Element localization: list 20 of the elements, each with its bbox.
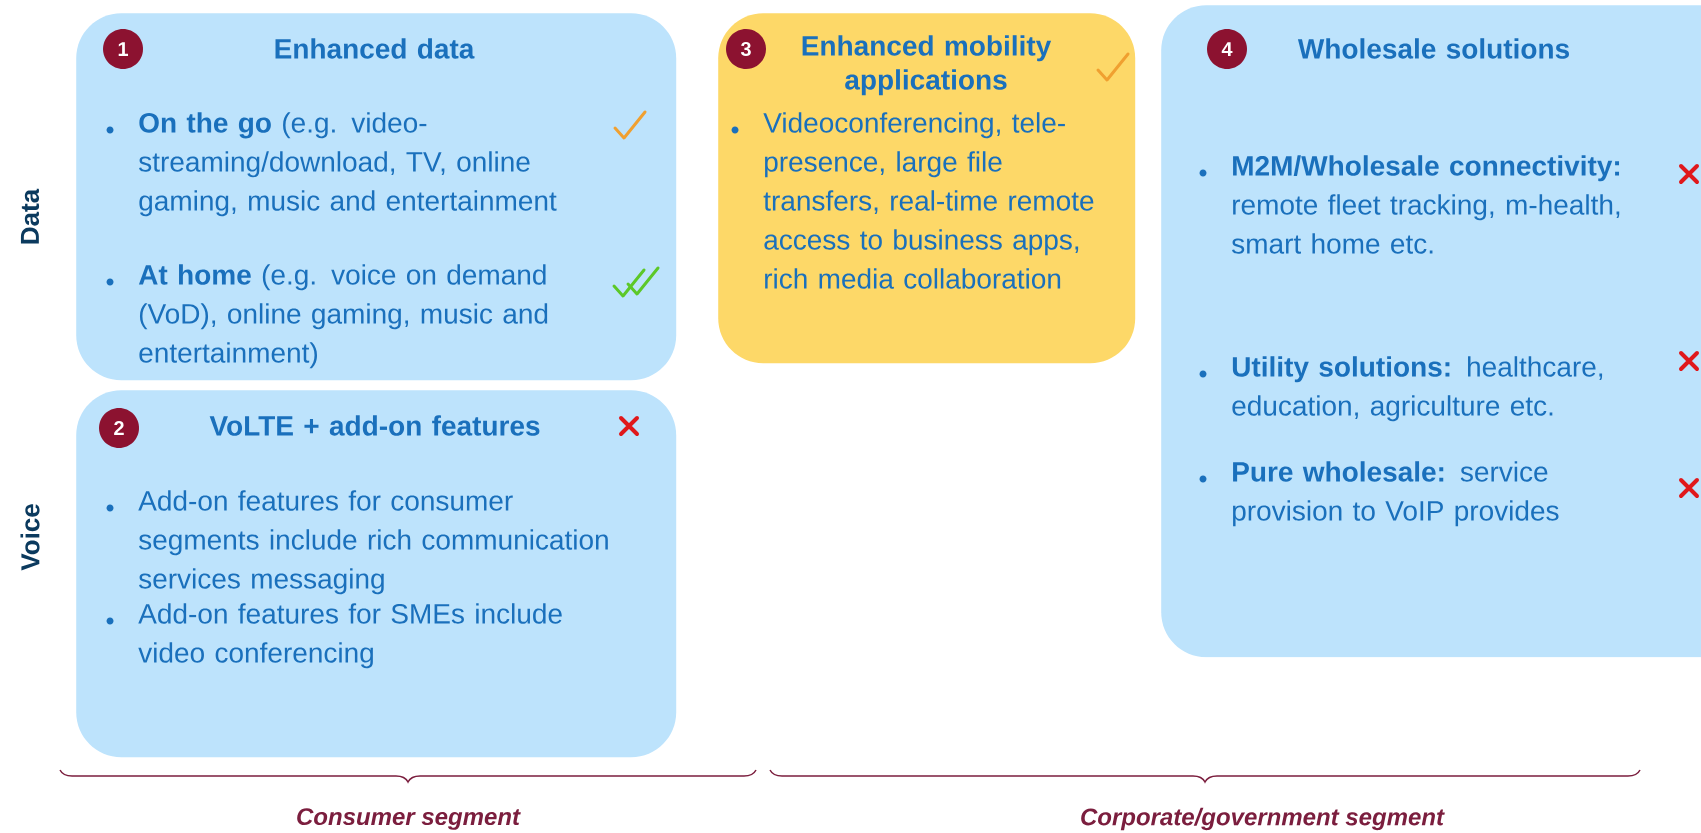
number-badge: 2 xyxy=(99,408,139,448)
box-heading: Wholesale solutions xyxy=(1297,38,1569,59)
bullet-item: On the go (e.g. video-streaming/download, TV, online gaming, music and entertainment xyxy=(106,112,557,217)
segment-label: Corporate/government segment xyxy=(1081,807,1445,831)
number-badge: 3 xyxy=(726,29,766,69)
bullet-item: M2M/Wholesale connectivity: remote fleet tracking, m-health, smart home etc. xyxy=(1199,155,1620,254)
box-heading: Enhanced data xyxy=(275,38,475,59)
row-label: Data xyxy=(20,188,40,244)
box-heading: Enhanced mobility applications xyxy=(802,35,1052,96)
bullet-item: Add-on features for SMEs include video conferencing xyxy=(106,603,562,669)
bullet-item: At home (e.g. voice on demand (VoD), online gaming, music and entertainment) xyxy=(106,264,548,369)
row-label: Voice xyxy=(20,504,40,571)
bullet-item: Videoconferencing, tele-presence, large file transfers, real-time remote access to business apps, rich media collaboration xyxy=(731,112,1094,289)
bullet-item: Add-on features for consumer segments include rich communication services messaging xyxy=(106,490,608,595)
number-badge: 4 xyxy=(1207,29,1247,69)
number-badge: 1 xyxy=(103,29,143,69)
bullet-item: Pure wholesale: service provision to VoIP provides xyxy=(1199,461,1559,527)
box-heading: VoLTE + add-on features xyxy=(209,415,540,436)
bullet-item: Utility solutions: healthcare, education, agriculture etc. xyxy=(1199,356,1603,422)
segment-label: Consumer segment xyxy=(297,808,521,830)
